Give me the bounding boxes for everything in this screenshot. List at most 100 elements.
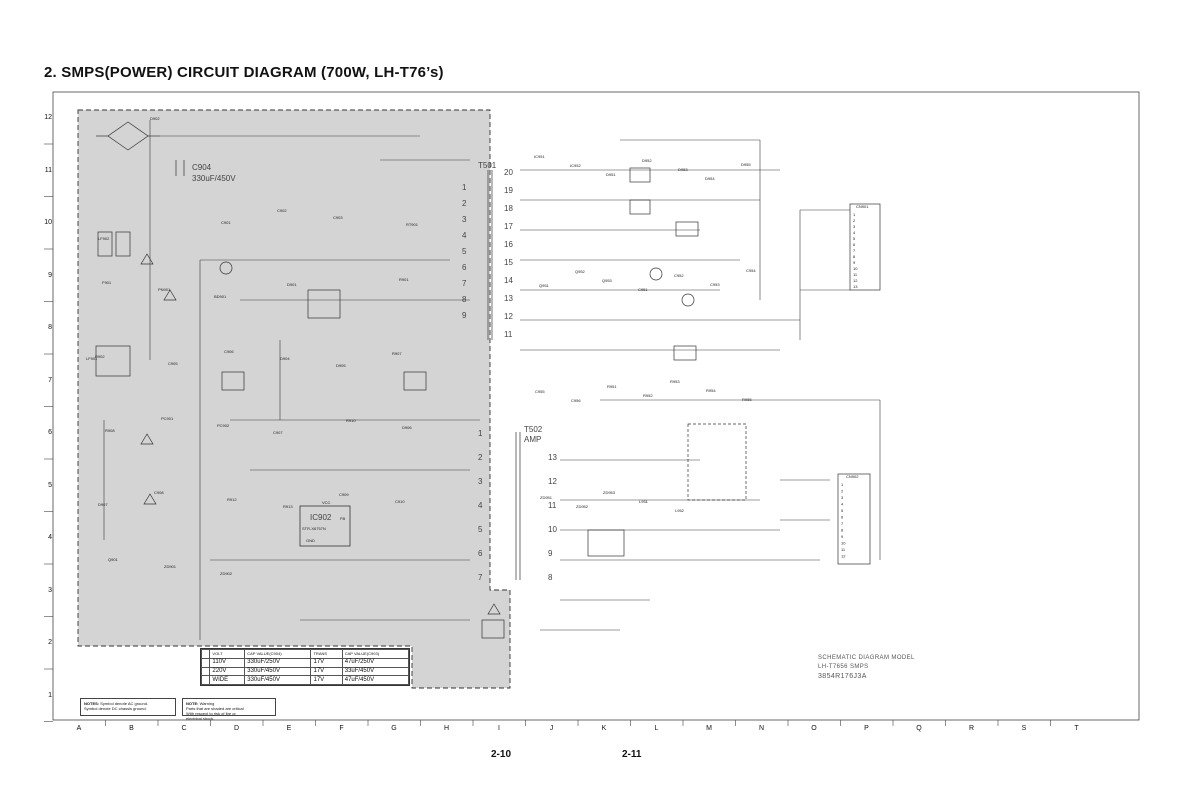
component-label: R913 [283,504,293,509]
component-label: C902 [277,208,287,213]
component-label: C955 [535,389,545,394]
ic953 [675,221,699,237]
table-row: WIDE 330uF/450V 17V 47uF/450V [200,675,410,685]
transformer-pin: 1 [462,183,467,192]
connector-lower [837,473,871,565]
component-label: C956 [571,398,581,403]
component-labels-left: C901C902C903RT901F901PN901BD901D901R901R… [95,208,419,576]
row-label: 7 [48,376,52,384]
component-label: C901 [221,220,231,225]
component-label: R952 [643,393,653,398]
component-label: Q953 [602,278,613,283]
component-label: C952 [674,273,684,278]
transformer-pin: 16 [504,240,513,249]
component-label: R955 [742,397,752,402]
transformer-pin: 3 [462,215,467,224]
component-label: C954 [746,268,756,273]
transformer-pin: 1 [478,429,483,438]
column-label: R [968,725,975,732]
table-cell [200,666,211,677]
transformer-pin: 9 [548,549,553,558]
page-number-right: 2-11 [622,749,642,760]
ic902-fb: FB [340,516,345,521]
component-label: C953 [710,282,720,287]
column-label: Q [916,725,922,732]
notes-line: electrical shock. [186,716,215,721]
secondary-wires [520,139,881,631]
table-header-4: CAP VALUE(C903) [341,649,410,659]
table-header-0 [200,649,211,659]
component-label: ZD951 [540,495,553,500]
transistor-q901 [219,261,233,275]
transformer-pin: 7 [478,573,483,582]
table-cell: WIDE [209,675,246,685]
component-label: D953 [678,167,688,172]
component-label: C905 [168,361,178,366]
optocoupler-3 [481,619,505,639]
row-label: 12 [44,114,52,121]
transformer-pin: 7 [462,279,467,288]
page-title: 2. SMPS(POWER) CIRCUIT DIAGRAM (700W, LH… [44,64,444,81]
row-ticks [44,143,53,722]
component-label: R953 [670,379,680,384]
component-label: C907 [273,430,283,435]
table-cell: 220V [209,666,246,677]
main-cap-ref: C904 [192,163,212,172]
table-cell: 47uF/450V [341,675,410,685]
column-label: E [286,725,292,732]
connector-pin: 12 [853,278,858,283]
column-label: I [498,725,500,732]
voltage-cap-table: VOLT CAP VALUE(C904) TRANS CAP VALUE(C90… [200,648,410,686]
column-label: F [339,725,344,732]
component-label: R901 [399,277,409,282]
connector-upper [849,203,881,291]
connector-upper-label: CN901 [856,204,869,209]
ic902-gnd: GND [306,538,315,543]
transformer-pin: 6 [478,549,483,558]
transformer-pin: 15 [504,258,513,267]
shaded-primary-area [77,109,511,689]
component-label: R910 [346,418,356,423]
bridge-label: D902 [150,116,160,121]
connector-pin: 4 [853,230,856,235]
component-label: C909 [339,492,349,497]
transformer-pin: 5 [478,525,483,534]
table-cell: 330uF/450V [244,675,312,685]
component-label: D955 [741,162,751,167]
component-label: D906 [402,425,412,430]
component-label: BD901 [214,294,227,299]
ic902-vcc: VCC [322,500,331,505]
connector-lower-label: CN902 [846,474,859,479]
table-header-3: TRANS [310,649,343,659]
row-label: 4 [48,534,52,541]
t501-label: T501 [478,161,497,170]
component-label: D905 [336,363,346,368]
row-label: 8 [48,324,52,331]
component-label: R907 [392,351,402,356]
column-label: H [443,725,450,732]
column-label: T [1074,725,1079,732]
rectifier-block [587,529,625,557]
connector-pin: 4 [841,502,844,507]
connector-pin: 11 [853,272,858,277]
table-header-1: VOLT [209,649,246,659]
notes-line: Symbol denote AC ground. [100,701,149,706]
ic902-box [299,505,351,547]
component-label: ZD902 [220,571,233,576]
transformer-pin: 8 [462,295,467,304]
transistor-q952 [681,293,695,307]
component-label: Q901 [108,557,119,562]
component-label: PN901 [158,287,171,292]
column-label: C [181,725,187,732]
notes-line: Parts that are shaded are critical [186,706,244,711]
table-cell: 17V [310,657,343,668]
component-label: ZD952 [576,504,589,509]
table-cell: 47uF/250V [341,657,410,668]
ic902-part: STR-X6757N [302,526,326,531]
transformer-pin: 14 [504,276,513,285]
column-label: M [706,725,712,732]
ic902-ref: IC902 [310,513,332,522]
component-label: C951 [638,287,648,292]
connector-pin: 5 [841,508,844,513]
